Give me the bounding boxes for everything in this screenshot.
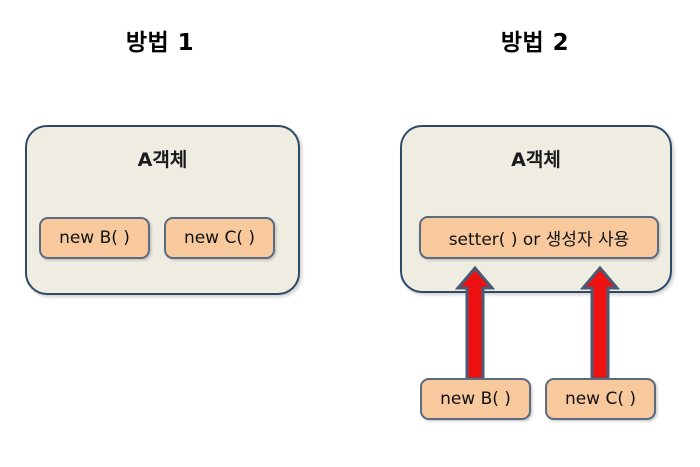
object-container-method-1: A객체 new B( ) new C( ) bbox=[25, 125, 300, 295]
arrow-up-from-new-b-icon bbox=[455, 266, 495, 381]
object-container-method-2: A객체 setter( ) or 생성자 사용 bbox=[400, 125, 672, 293]
object-label-method-1: A객체 bbox=[137, 149, 188, 171]
code-box-new-b-inside: new B( ) bbox=[39, 217, 150, 259]
code-box-new-c-inside: new C( ) bbox=[164, 217, 275, 259]
code-box-setter-or-constructor: setter( ) or 생성자 사용 bbox=[419, 216, 659, 259]
panel-title-method-1: 방법 1 bbox=[125, 30, 195, 56]
object-label-method-2: A객체 bbox=[511, 149, 561, 171]
code-box-new-c-outside: new C( ) bbox=[545, 378, 656, 420]
arrow-up-from-new-c-icon bbox=[580, 266, 620, 381]
code-box-new-b-outside: new B( ) bbox=[420, 378, 531, 420]
panel-title-method-2: 방법 2 bbox=[500, 30, 570, 56]
